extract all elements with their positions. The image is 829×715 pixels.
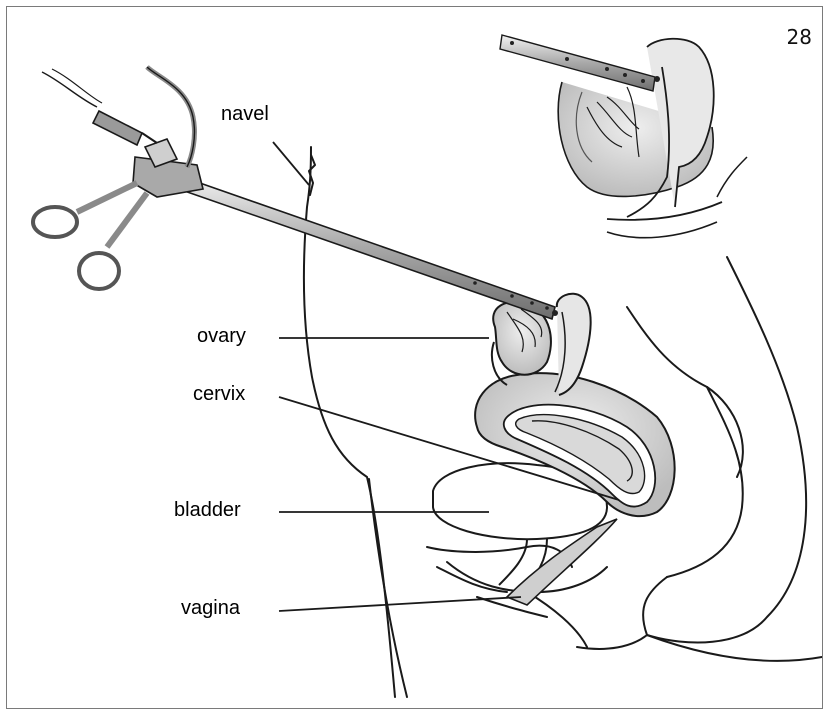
laparoscope-instrument [33,67,558,319]
cervix-label: cervix [193,383,245,406]
inset-view [500,35,747,238]
vagina-label: vagina [181,597,240,620]
navel-label: navel [221,103,269,126]
figure-frame: 28 [6,6,823,709]
bladder-label: bladder [174,499,241,522]
navel-leader [273,142,309,185]
anatomy-illustration [7,7,822,708]
vagina-leader [279,597,521,611]
ovary-label: ovary [197,325,246,348]
